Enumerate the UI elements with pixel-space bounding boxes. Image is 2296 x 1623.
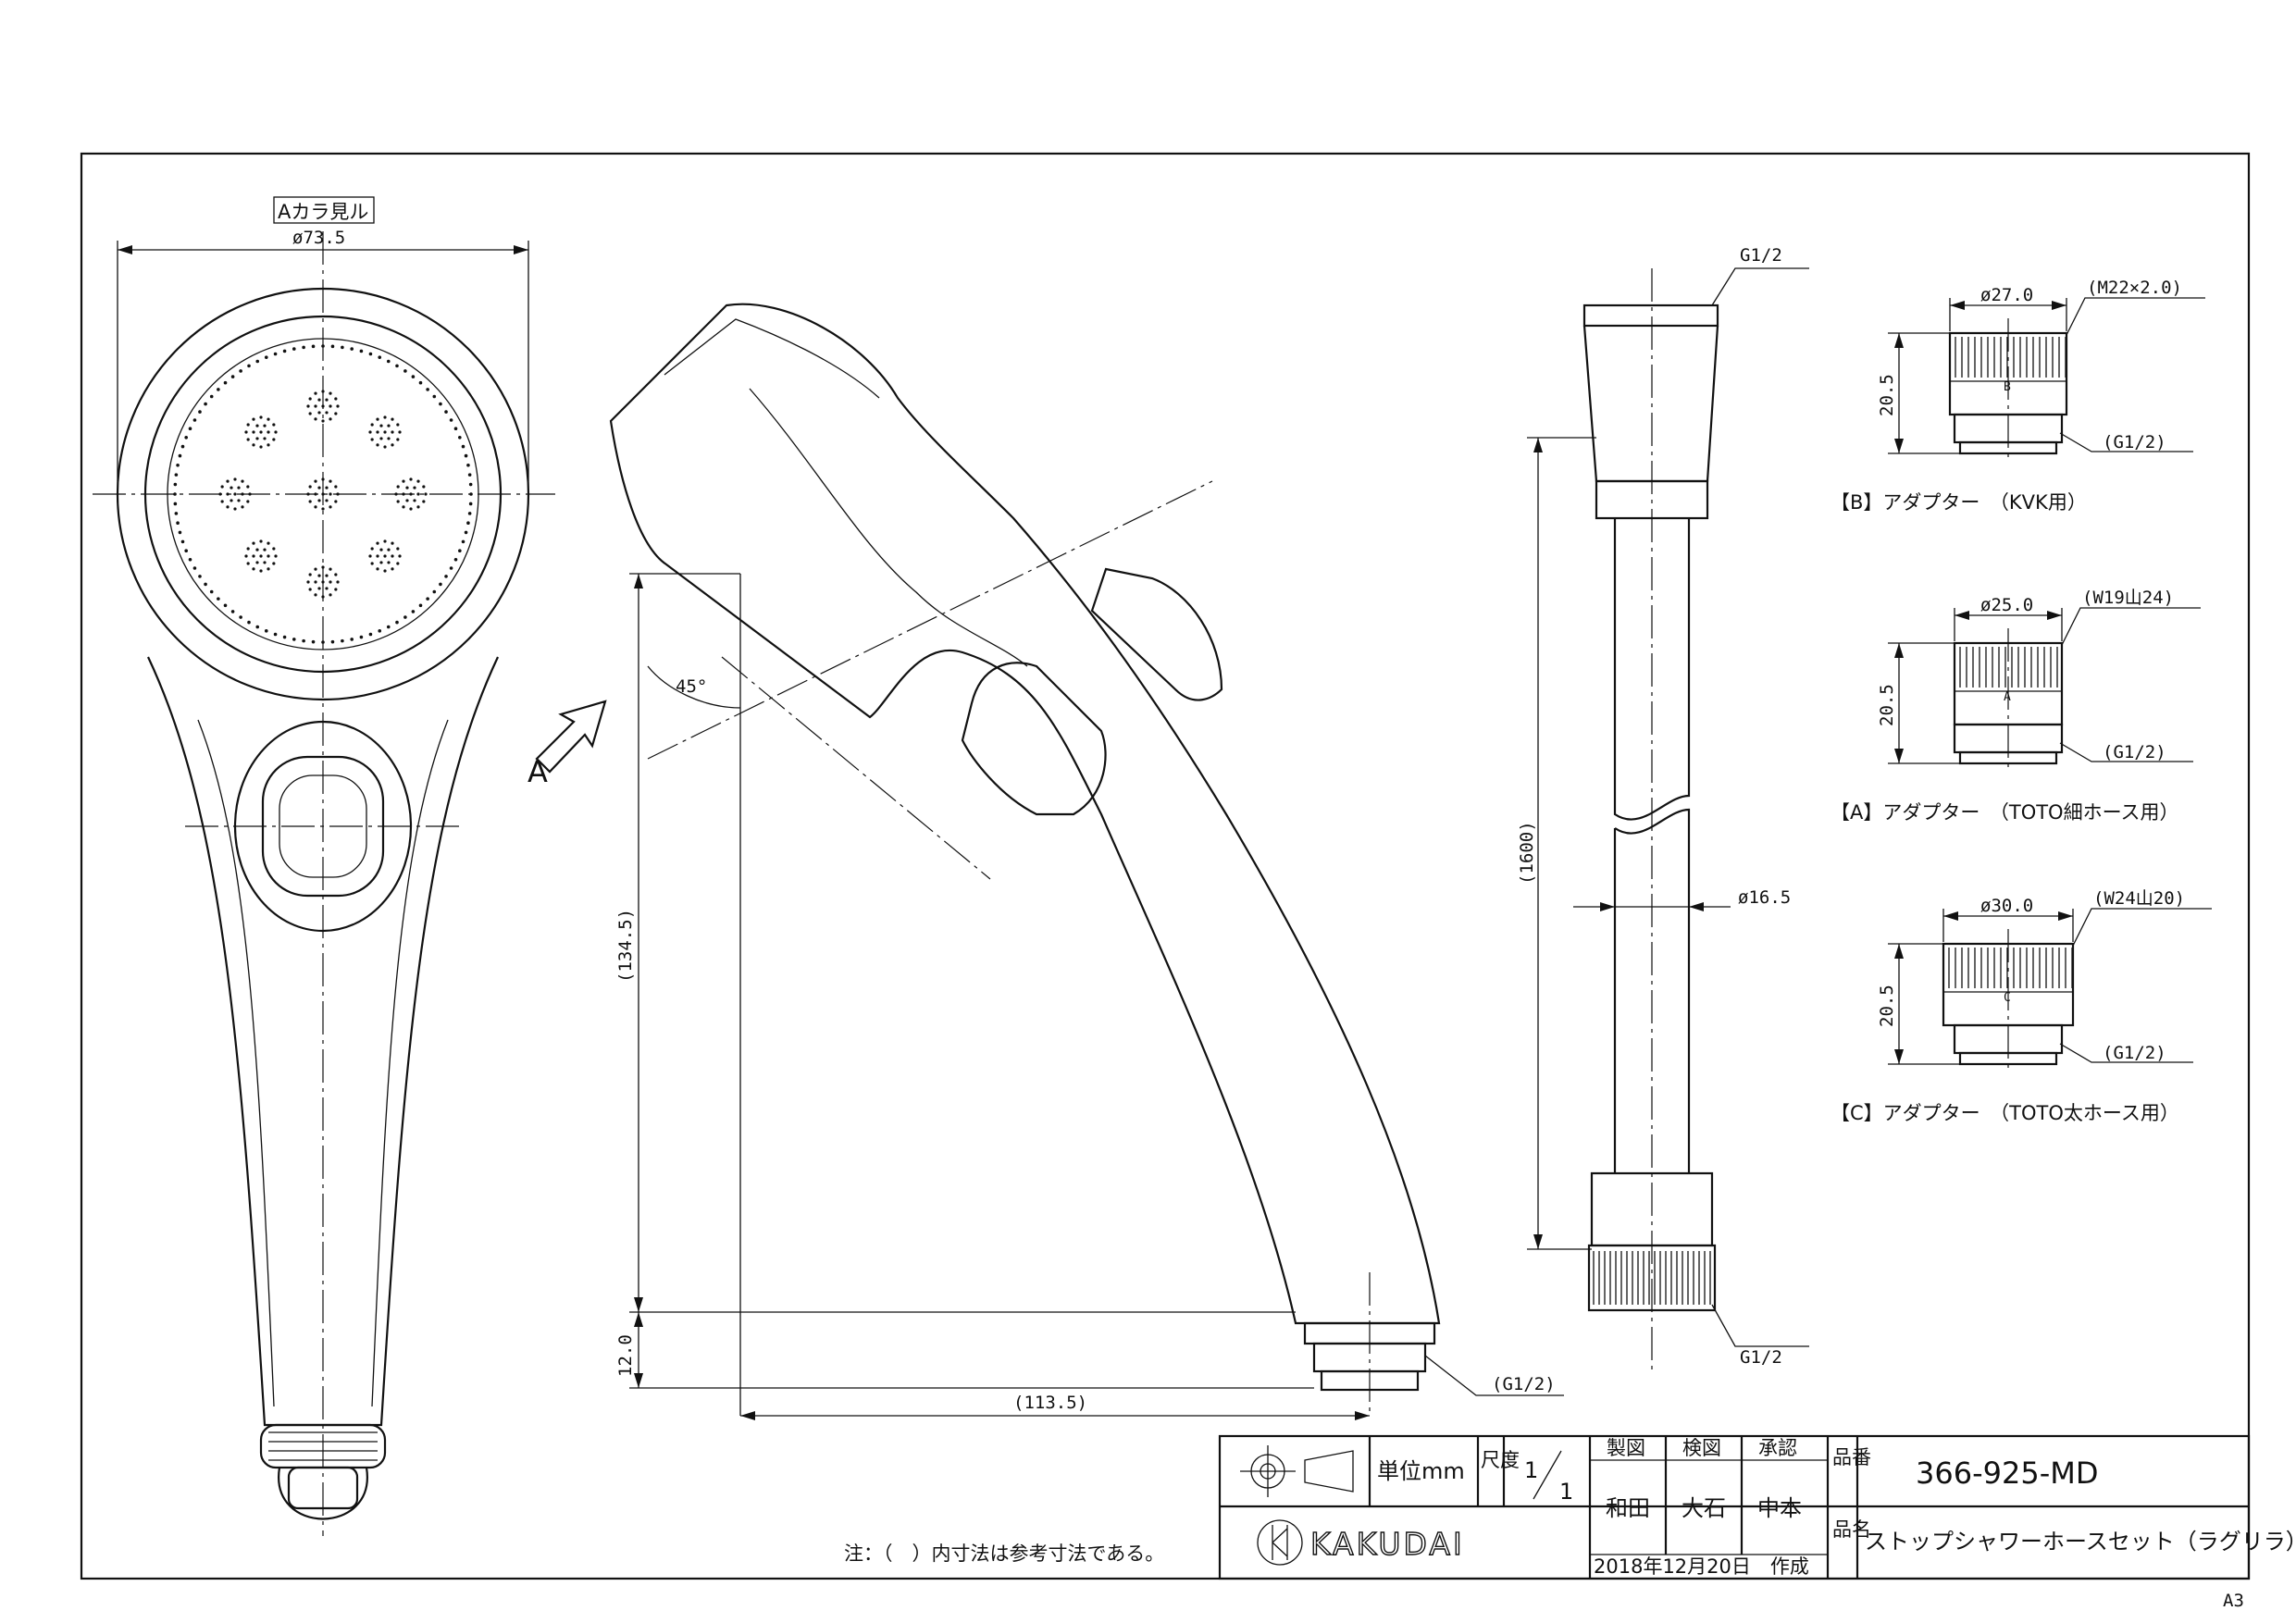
part-no-label: 品番	[1832, 1446, 1871, 1468]
part-number: 366-925-MD	[1916, 1456, 2099, 1491]
adapter-bottom-thread-label: (G1/2)	[2103, 742, 2166, 762]
scale-numerator: 1	[1524, 1457, 1538, 1483]
adapter-caption: 【A】アダプター （TOTO細ホース用）	[1831, 801, 2179, 824]
kakudai-logo: KAKUDAI	[1310, 1526, 1465, 1562]
angle-label: 45°	[676, 676, 707, 697]
drawing-frame	[80, 152, 2251, 1580]
drawn-header: 製図	[1607, 1437, 1645, 1459]
side-view	[535, 303, 1564, 1420]
view-a-label-box	[273, 196, 375, 224]
adapter-thread-label: (W19山24)	[2082, 588, 2174, 608]
hose-bottom-thread-label: G1/2	[1740, 1347, 1782, 1368]
body-thread-label: (G1/2)	[1492, 1374, 1556, 1394]
drawn-by: 和田	[1606, 1495, 1650, 1521]
hose-view	[1527, 267, 1809, 1369]
height-12-label: 12.0	[615, 1334, 636, 1377]
hose-length-label: (1600)	[1517, 821, 1537, 885]
title-block	[1218, 1434, 2251, 1580]
adapter-diameter-label: ø25.0	[1980, 595, 2033, 615]
adapter-caption: 【C】アダプター （TOTO太ホース用）	[1831, 1102, 2179, 1124]
unit-label: 単位mm	[1377, 1458, 1465, 1484]
adapter-diameter-label: ø27.0	[1980, 285, 2033, 305]
adapter-a: ø25.0 (W19山24) 20.5 (G1/2) A 【A】アダプター （TOTO細ホ…	[1831, 588, 2201, 824]
adapter-diameter-label: ø30.0	[1980, 896, 2033, 916]
adapter-caption: 【B】アダプター （KVK用）	[1831, 491, 2087, 514]
hose-diameter-label: ø16.5	[1738, 887, 1791, 908]
adapter-mark: A	[2004, 690, 2011, 704]
scale-denominator: 1	[1559, 1479, 1573, 1505]
date-label: 2018年12月20日 作成	[1594, 1555, 1809, 1578]
head-diameter-label: ø73.5	[292, 228, 345, 248]
adapter-mark: B	[2004, 380, 2011, 394]
approved-header: 承認	[1758, 1437, 1797, 1459]
approved-by: 中本	[1757, 1495, 1802, 1521]
adapter-thread-label: (W24山20)	[2093, 888, 2185, 909]
adapter-bottom-thread-label: (G1/2)	[2103, 432, 2166, 452]
adapter-height-label: 20.5	[1877, 684, 1897, 726]
nozzle-dots	[173, 344, 473, 644]
width-113-label: (113.5)	[1013, 1393, 1087, 1413]
checked-header: 検図	[1682, 1437, 1721, 1459]
hose-top-thread-label: G1/2	[1740, 245, 1782, 266]
hose-knurl	[1593, 1251, 1711, 1305]
adapter-c: ø30.0 (W24山20) 20.5 (G1/2) C 【C】アダプター （TOTO太ホ…	[1831, 888, 2212, 1124]
adapter-bottom-thread-label: (G1/2)	[2103, 1043, 2166, 1063]
arrow-a-label: A	[527, 754, 548, 789]
adapter-height-label: 20.5	[1877, 985, 1897, 1027]
paper-size: A3	[2223, 1591, 2244, 1611]
view-a-label: Aカラ見ル	[278, 201, 368, 223]
name-label: 品名	[1832, 1518, 1871, 1541]
adapter-b: ø27.0 (M22×2.0) 20.5 (G1/2) B 【B】アダプター （KVK用）	[1831, 278, 2205, 514]
adapters: ø27.0 (M22×2.0) 20.5 (G1/2) B 【B】アダプター （KVK用）…	[1831, 278, 2212, 1124]
front-view	[93, 196, 555, 1536]
product-name: ストップシャワーホースセット（ラグリラ）	[1865, 1529, 2296, 1555]
checked-by: 大石	[1682, 1495, 1726, 1521]
scale-label: 尺度	[1481, 1449, 1520, 1471]
adapter-thread-label: (M22×2.0)	[2087, 278, 2182, 298]
height-134-label: (134.5)	[615, 909, 636, 983]
reference-note: 注：（ ）内寸法は参考寸法である。	[844, 1542, 1164, 1565]
adapter-mark: C	[2004, 991, 2011, 1005]
adapter-height-label: 20.5	[1877, 374, 1897, 416]
